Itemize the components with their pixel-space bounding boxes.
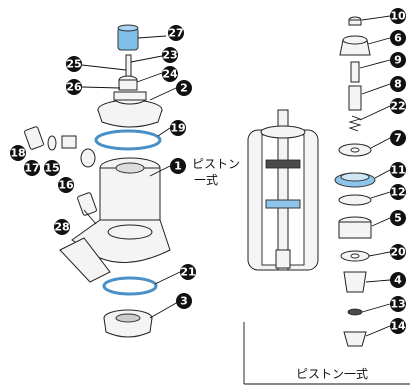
callout-28: 28 (54, 219, 70, 235)
cap-part-3 (103, 309, 153, 338)
svg-text:7: 7 (394, 132, 402, 145)
callout-14: 14 (390, 318, 406, 334)
nut-part-10 (348, 16, 362, 26)
callout-22: 22 (390, 98, 406, 114)
cover-part-2 (97, 91, 163, 128)
callout-13: 13 (390, 296, 406, 312)
svg-text:20: 20 (390, 246, 406, 259)
stem-part-9 (350, 61, 360, 83)
svg-text:25: 25 (66, 58, 81, 71)
svg-text:28: 28 (54, 221, 69, 234)
svg-text:24: 24 (162, 68, 178, 81)
stem-part-8 (348, 85, 362, 111)
callout-23: 23 (162, 47, 178, 63)
svg-text:8: 8 (394, 78, 402, 91)
svg-text:23: 23 (162, 49, 177, 62)
svg-text:26: 26 (66, 81, 82, 94)
callout-25: 25 (66, 56, 82, 72)
nut-part-14 (343, 331, 367, 347)
callout-4: 4 (390, 272, 406, 288)
svg-text:17: 17 (24, 162, 39, 175)
callout-9: 9 (390, 52, 406, 68)
cutaway-assembly (247, 109, 319, 271)
svg-text:3: 3 (180, 295, 188, 308)
callout-7: 7 (390, 130, 406, 146)
oring-part-21 (102, 276, 158, 296)
callout-15: 15 (44, 160, 60, 176)
callout-3: 3 (176, 293, 192, 309)
svg-text:11: 11 (390, 164, 405, 177)
leader-lines (81, 15, 410, 385)
spring-part-22 (348, 115, 362, 132)
svg-text:2: 2 (180, 82, 188, 95)
nut-part-16 (80, 148, 96, 168)
svg-text:4: 4 (394, 274, 402, 287)
callout-16: 16 (58, 177, 74, 193)
callout-1: 1 (170, 158, 186, 174)
callout-20: 20 (390, 244, 406, 260)
piston-part-5 (338, 216, 372, 239)
cap-part-27 (117, 24, 139, 51)
svg-text:5: 5 (394, 212, 402, 225)
piston-label-line2: 一式 (194, 173, 218, 187)
svg-text:9: 9 (394, 54, 402, 67)
stem-part-23 (118, 54, 138, 91)
svg-text:1: 1 (174, 160, 182, 173)
svg-text:27: 27 (168, 27, 183, 40)
callout-8: 8 (390, 76, 406, 92)
svg-text:15: 15 (44, 162, 59, 175)
washer-part-17 (47, 135, 57, 151)
callout-6: 6 (390, 30, 406, 46)
fitting-part-18 (24, 126, 44, 150)
callout-11: 11 (390, 162, 406, 178)
svg-text:10: 10 (390, 10, 406, 23)
svg-text:16: 16 (58, 179, 74, 192)
callout-5: 5 (390, 210, 406, 226)
svg-text:12: 12 (390, 186, 405, 199)
nut-part-6 (339, 35, 371, 56)
body-part-1 (59, 157, 171, 283)
washer-part-7 (338, 143, 372, 157)
callout-12: 12 (390, 184, 406, 200)
svg-text:14: 14 (390, 320, 406, 333)
washer-part-20 (340, 250, 370, 262)
nut-part-4 (343, 271, 367, 293)
washer-part-12 (338, 194, 372, 206)
callout-10: 10 (390, 8, 406, 24)
callout-18: 18 (10, 145, 26, 161)
svg-text:6: 6 (394, 32, 402, 45)
callout-24: 24 (162, 66, 178, 82)
seal-part-11 (334, 172, 376, 188)
callout-17: 17 (24, 160, 40, 176)
fitting-part-15 (61, 135, 77, 149)
svg-text:22: 22 (390, 100, 405, 113)
svg-text:21: 21 (180, 266, 195, 279)
callout-2: 2 (176, 80, 192, 96)
piston-label-line1: ピストン (192, 157, 240, 171)
oring-part-19 (94, 129, 162, 151)
nut-part-13 (347, 308, 363, 316)
svg-text:13: 13 (390, 298, 405, 311)
callout-27: 27 (168, 25, 184, 41)
svg-text:19: 19 (170, 122, 185, 135)
piston-assembly-caption: ピストン一式 (296, 367, 368, 381)
callout-21: 21 (180, 264, 196, 280)
callout-19: 19 (170, 120, 186, 136)
fitting-part-28 (77, 192, 97, 216)
svg-text:18: 18 (10, 147, 25, 160)
callout-26: 26 (66, 79, 82, 95)
